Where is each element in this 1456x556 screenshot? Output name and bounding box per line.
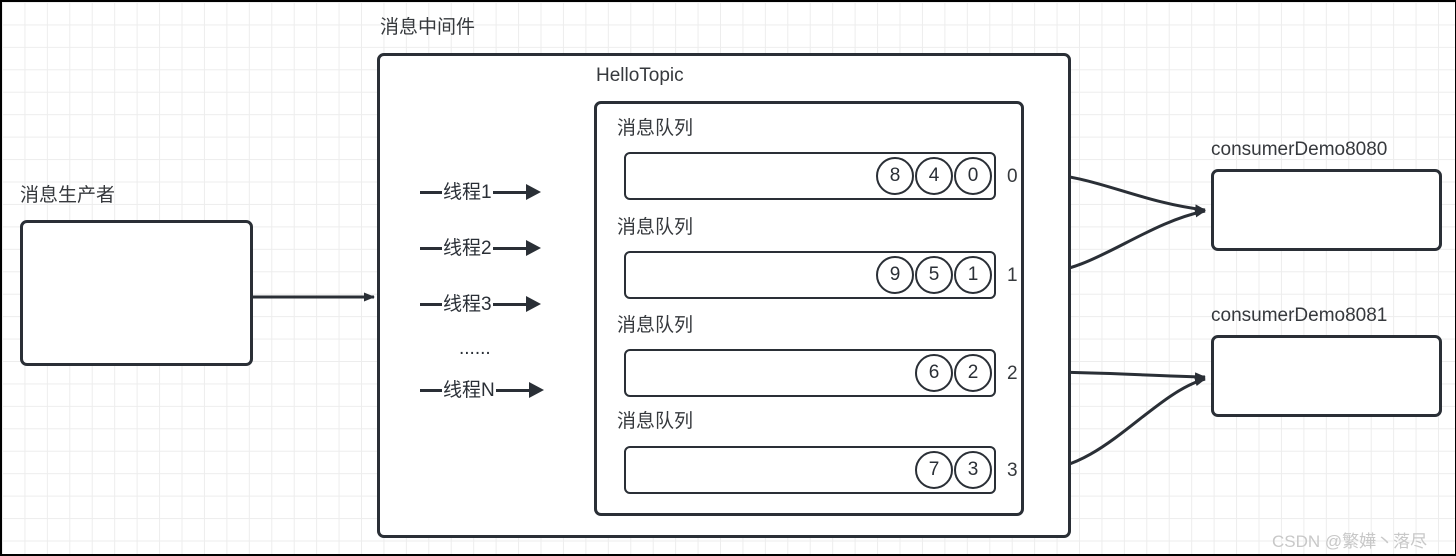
queue-index-3: 3 <box>1007 460 1018 481</box>
topic-label: HelloTopic <box>596 65 684 86</box>
thread-arrow-icon-n <box>528 382 544 398</box>
thread-row-3: 线程3 <box>420 293 541 315</box>
watermark: CSDN @繁嬅丶落尽 <box>1272 532 1428 551</box>
thread-line-left-n <box>420 388 442 392</box>
queue-index-1: 1 <box>1007 265 1018 286</box>
thread-arrow-icon-1 <box>525 184 541 200</box>
message-circle: 8 <box>876 157 914 195</box>
message-circle: 5 <box>915 256 953 294</box>
message-circle: 2 <box>954 354 992 392</box>
thread-label-1: 线程1 <box>443 181 492 203</box>
thread-line-right-3 <box>492 302 527 306</box>
queue-index-2: 2 <box>1007 363 1018 384</box>
thread-arrow-icon-2 <box>525 240 541 256</box>
message-circle: 7 <box>915 451 953 489</box>
queue-box-3[interactable]: 7 3 <box>624 446 996 494</box>
consumer-box-8081[interactable] <box>1211 335 1442 417</box>
message-circle: 9 <box>876 256 914 294</box>
message-circle: 6 <box>915 354 953 392</box>
queue-index-0: 0 <box>1007 166 1018 187</box>
message-producer-box[interactable] <box>20 220 253 366</box>
queue-label-3: 消息队列 <box>617 411 694 432</box>
thread-line-right-2 <box>492 246 527 250</box>
message-middleware-label: 消息中间件 <box>380 17 476 38</box>
thread-line-right-n <box>495 388 530 392</box>
consumer-label-8080: consumerDemo8080 <box>1211 139 1388 160</box>
thread-line-left-2 <box>420 246 442 250</box>
thread-row-n: 线程N <box>420 379 544 401</box>
thread-row-1: 线程1 <box>420 181 541 203</box>
thread-label-n: 线程N <box>443 379 495 401</box>
message-circle: 3 <box>954 451 992 489</box>
thread-line-left-3 <box>420 302 442 306</box>
queue-box-1[interactable]: 9 5 1 <box>624 251 996 299</box>
queue-label-2: 消息队列 <box>617 315 694 336</box>
thread-label-2: 线程2 <box>443 237 492 259</box>
consumer-label-8081: consumerDemo8081 <box>1211 305 1388 326</box>
queue-box-0[interactable]: 8 4 0 <box>624 152 996 200</box>
thread-line-right-1 <box>492 190 527 194</box>
queue-label-1: 消息队列 <box>617 217 694 238</box>
thread-label-3: 线程3 <box>443 293 492 315</box>
thread-row-2: 线程2 <box>420 237 541 259</box>
thread-ellipsis: ...... <box>459 338 491 359</box>
consumer-box-8080[interactable] <box>1211 169 1442 251</box>
message-producer-label: 消息生产者 <box>20 185 116 206</box>
thread-arrow-icon-3 <box>525 296 541 312</box>
thread-line-left-1 <box>420 190 442 194</box>
message-circle: 4 <box>915 157 953 195</box>
queue-box-2[interactable]: 6 2 <box>624 349 996 397</box>
message-circle: 1 <box>954 256 992 294</box>
queue-label-0: 消息队列 <box>617 118 694 139</box>
message-circle: 0 <box>954 157 992 195</box>
